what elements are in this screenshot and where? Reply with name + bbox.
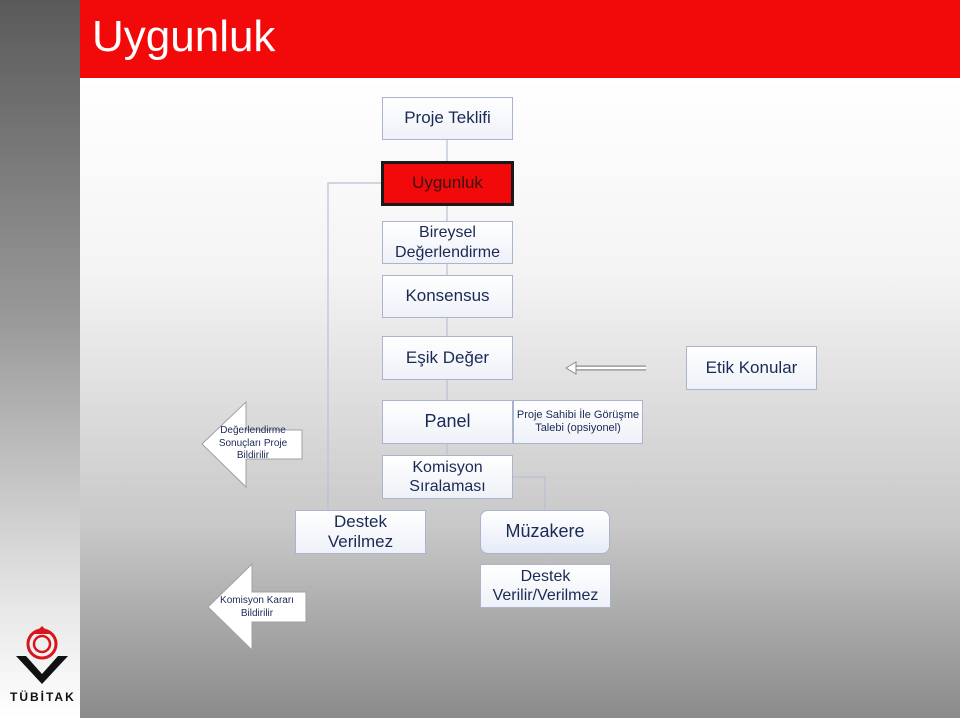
main-background (80, 78, 960, 718)
gorusme-talebi-box: Proje Sahibi İle Görüşme Talebi (opsiyon… (513, 400, 643, 444)
tubitak-logo: TÜBİTAK (8, 626, 76, 708)
destek-verilir-verilmez-box: Destek Verilir/Verilmez (480, 564, 611, 608)
decision-arrow-label: Komisyon Kararı Bildirilir (220, 595, 294, 619)
proje-teklifi-box: Proje Teklifi (382, 97, 513, 140)
konsensus-box: Konsensus (382, 275, 513, 318)
etik-konular-box: Etik Konular (686, 346, 817, 390)
komisyon-siralamasi-box: Komisyon Sıralaması (382, 455, 513, 499)
panel-box: Panel (382, 400, 513, 444)
destek-verilmez-box: Destek Verilmez (295, 510, 426, 554)
result-arrow-label: Değerlendirme Sonuçları Proje Bildirilir (218, 425, 288, 461)
left-sidebar-gradient (0, 0, 80, 718)
slide-title: Uygunluk (92, 12, 276, 61)
esik-deger-box: Eşik Değer (382, 336, 513, 380)
muzakere-box: Müzakere (480, 510, 610, 554)
tubitak-emblem-icon (16, 626, 68, 684)
bireysel-degerlendirme-box: Bireysel Değerlendirme (382, 221, 513, 264)
tubitak-wordmark: TÜBİTAK (10, 690, 76, 704)
uygunluk-box: Uygunluk (381, 161, 514, 206)
title-bar (80, 0, 960, 78)
